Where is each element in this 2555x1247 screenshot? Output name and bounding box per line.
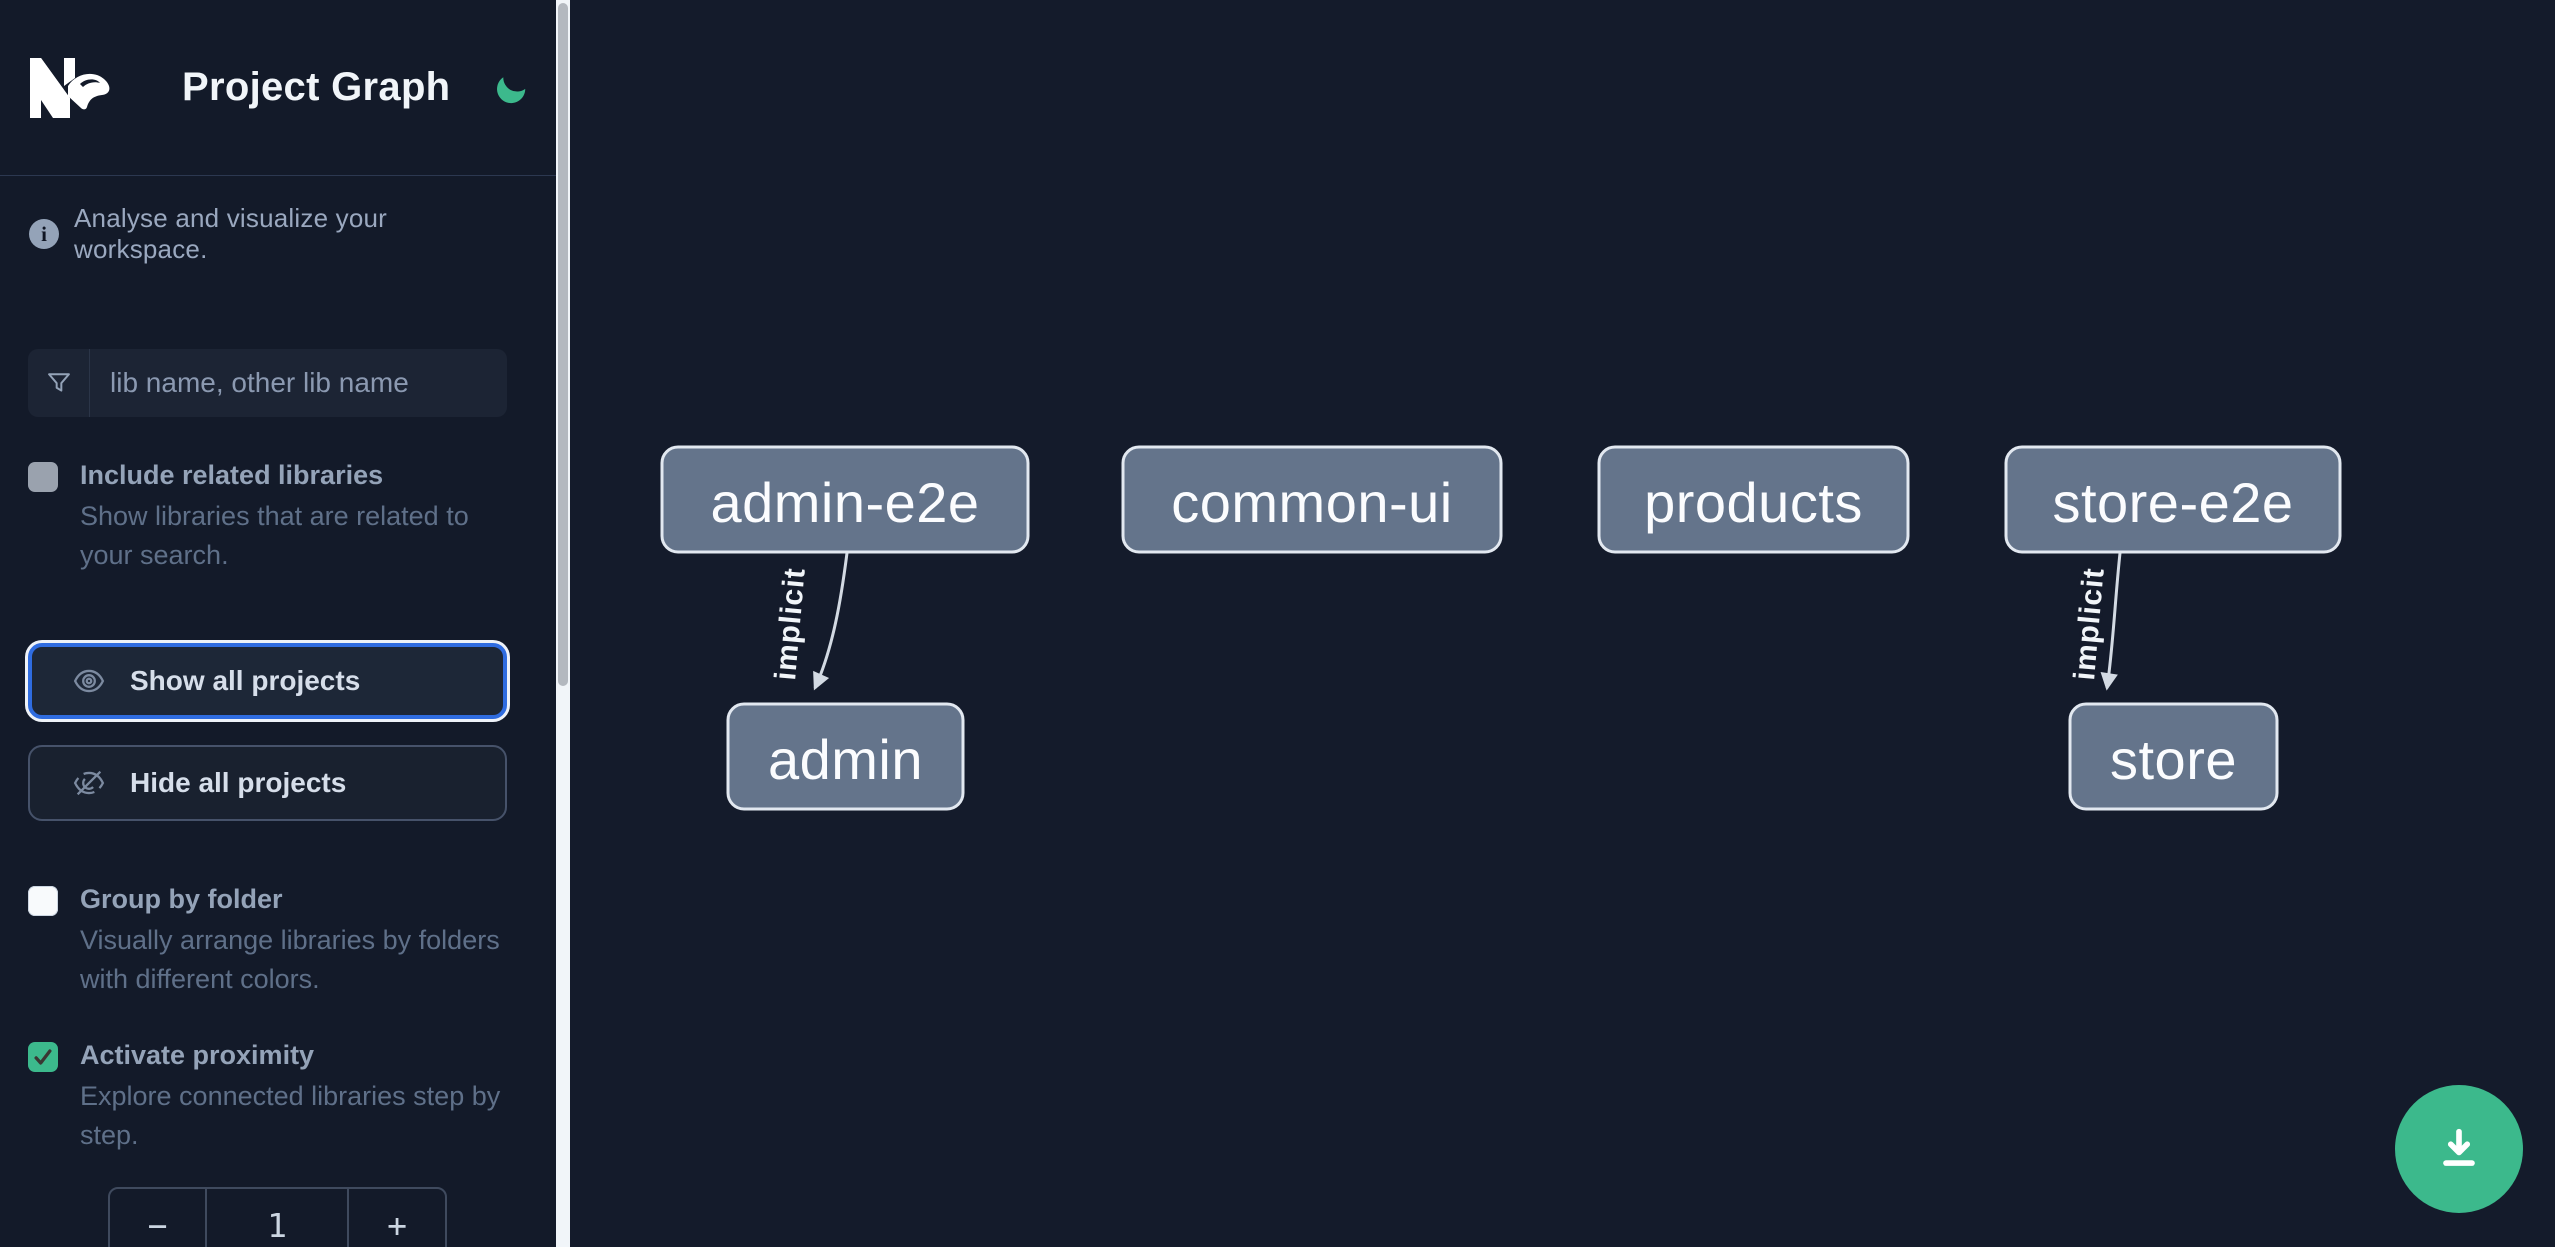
graph-canvas[interactable]: implicit implicit admin-e2e common-ui produc… <box>570 0 2555 1247</box>
proximity-depth-value[interactable]: 1 <box>267 1205 287 1245</box>
node-common-ui[interactable]: common-ui <box>1121 445 1503 554</box>
activate-proximity-description: Explore connected libraries step by step… <box>80 1081 501 1150</box>
download-graph-button[interactable] <box>2395 1085 2523 1213</box>
group-by-folder-label: Group by folder <box>80 884 283 914</box>
option-include-related-libraries: Include related libraries Show libraries… <box>28 459 516 575</box>
intro-text: Analyse and visualize your workspace. <box>74 203 388 264</box>
node-admin[interactable]: admin <box>726 702 965 811</box>
show-all-projects-label: Show all projects <box>130 665 361 696</box>
page-title: Project Graph <box>182 65 451 109</box>
edge-store-e2e-store[interactable] <box>2100 552 2122 691</box>
node-rect-common-ui <box>1121 445 1503 554</box>
sidebar-scrollbar-track[interactable] <box>556 0 570 1247</box>
node-store-e2e[interactable]: store-e2e <box>2004 445 2342 554</box>
node-store[interactable]: store <box>2068 702 2279 811</box>
checkmark-icon <box>34 1049 52 1065</box>
proximity-decrement-button[interactable]: − <box>110 1189 207 1247</box>
node-admin-e2e[interactable]: admin-e2e <box>660 445 1030 554</box>
filter-box <box>28 349 507 417</box>
edge-label-admin-e2e-admin: implicit <box>769 566 812 681</box>
edge-label-store-e2e-store: implicit <box>2068 566 2111 681</box>
option-activate-proximity: Activate proximity Explore connected lib… <box>28 1039 516 1155</box>
hide-all-projects-button[interactable]: Hide all projects <box>28 745 507 821</box>
node-rect-admin <box>726 702 965 811</box>
node-rect-products <box>1597 445 1910 554</box>
sidebar: Project Graph i Analyse and visualize yo… <box>0 0 556 1247</box>
proximity-increment-button[interactable]: + <box>347 1189 445 1247</box>
node-label-admin-e2e: admin-e2e <box>710 471 979 534</box>
nx-logo-icon <box>30 57 110 118</box>
sidebar-header: Project Graph <box>0 0 556 176</box>
moon-icon <box>497 76 526 103</box>
node-label-common-ui: common-ui <box>1171 471 1452 534</box>
node-label-admin: admin <box>768 728 923 791</box>
proximity-depth-stepper: − 1 + <box>108 1187 447 1247</box>
eye-off-icon <box>73 770 105 796</box>
node-label-store-e2e: store-e2e <box>2052 471 2293 534</box>
group-by-folder-description: Visually arrange libraries by folders wi… <box>80 925 500 994</box>
node-rect-store <box>2068 702 2279 811</box>
node-label-products: products <box>1644 471 1863 534</box>
theme-toggle-button[interactable] <box>494 70 530 106</box>
activate-proximity-label: Activate proximity <box>80 1040 315 1070</box>
include-related-label: Include related libraries <box>80 460 384 490</box>
node-products[interactable]: products <box>1597 445 1910 554</box>
node-rect-admin-e2e <box>660 445 1030 554</box>
hide-all-projects-label: Hide all projects <box>130 767 347 798</box>
node-rect-store-e2e <box>2004 445 2342 554</box>
download-icon <box>2443 1128 2475 1166</box>
funnel-filter-icon <box>28 349 90 417</box>
option-group-by-folder: Group by folder Visually arrange librari… <box>28 883 516 999</box>
activate-proximity-checkbox[interactable] <box>28 1042 58 1072</box>
edge-admin-e2e-admin[interactable] <box>813 552 849 691</box>
node-label-store: store <box>2110 728 2237 791</box>
info-icon: i <box>29 219 59 249</box>
group-by-folder-checkbox[interactable] <box>28 886 58 916</box>
intro-row: i Analyse and visualize your workspace. <box>29 203 516 265</box>
eye-icon <box>73 669 105 693</box>
sidebar-scrollbar-thumb[interactable] <box>558 3 568 686</box>
filter-input[interactable] <box>90 349 507 417</box>
include-related-checkbox[interactable] <box>28 462 58 492</box>
show-all-projects-button[interactable]: Show all projects <box>28 643 507 719</box>
include-related-description: Show libraries that are related to your … <box>80 501 469 570</box>
project-graph-svg[interactable]: implicit implicit admin-e2e common-ui produc… <box>570 0 2555 1247</box>
